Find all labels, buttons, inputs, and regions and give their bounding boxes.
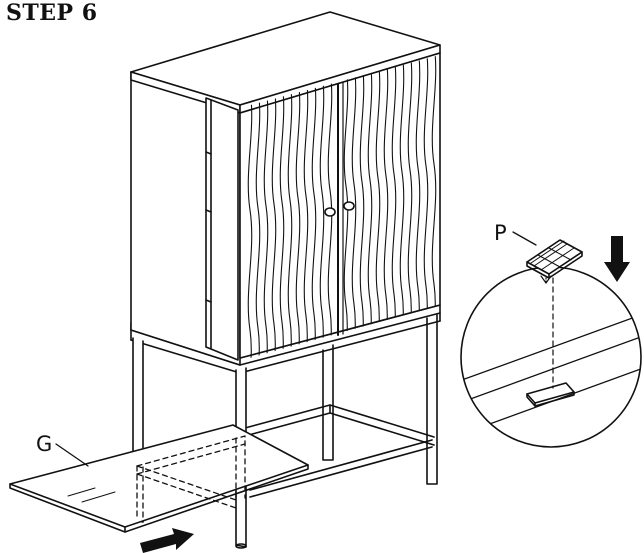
down-arrow-icon bbox=[604, 236, 630, 282]
door-knobs bbox=[324, 201, 355, 217]
insert-arrow-icon bbox=[140, 528, 194, 553]
step-title: STEP 6 bbox=[6, 0, 98, 26]
cabinet-body bbox=[130, 11, 441, 366]
glass-shelf-label: G bbox=[36, 432, 52, 456]
side-door-panel bbox=[205, 97, 239, 361]
glass-shelf-leader bbox=[55, 443, 89, 467]
felt-pad-leader bbox=[512, 231, 537, 246]
glass-shelf bbox=[9, 424, 309, 533]
lower-shelf-frame bbox=[244, 404, 435, 498]
detail-circle bbox=[460, 266, 642, 448]
back-legs bbox=[322, 314, 438, 485]
felt-pad bbox=[526, 239, 583, 284]
felt-pad-label: P bbox=[494, 221, 507, 245]
cabinet-front-doors bbox=[247, 55, 437, 360]
